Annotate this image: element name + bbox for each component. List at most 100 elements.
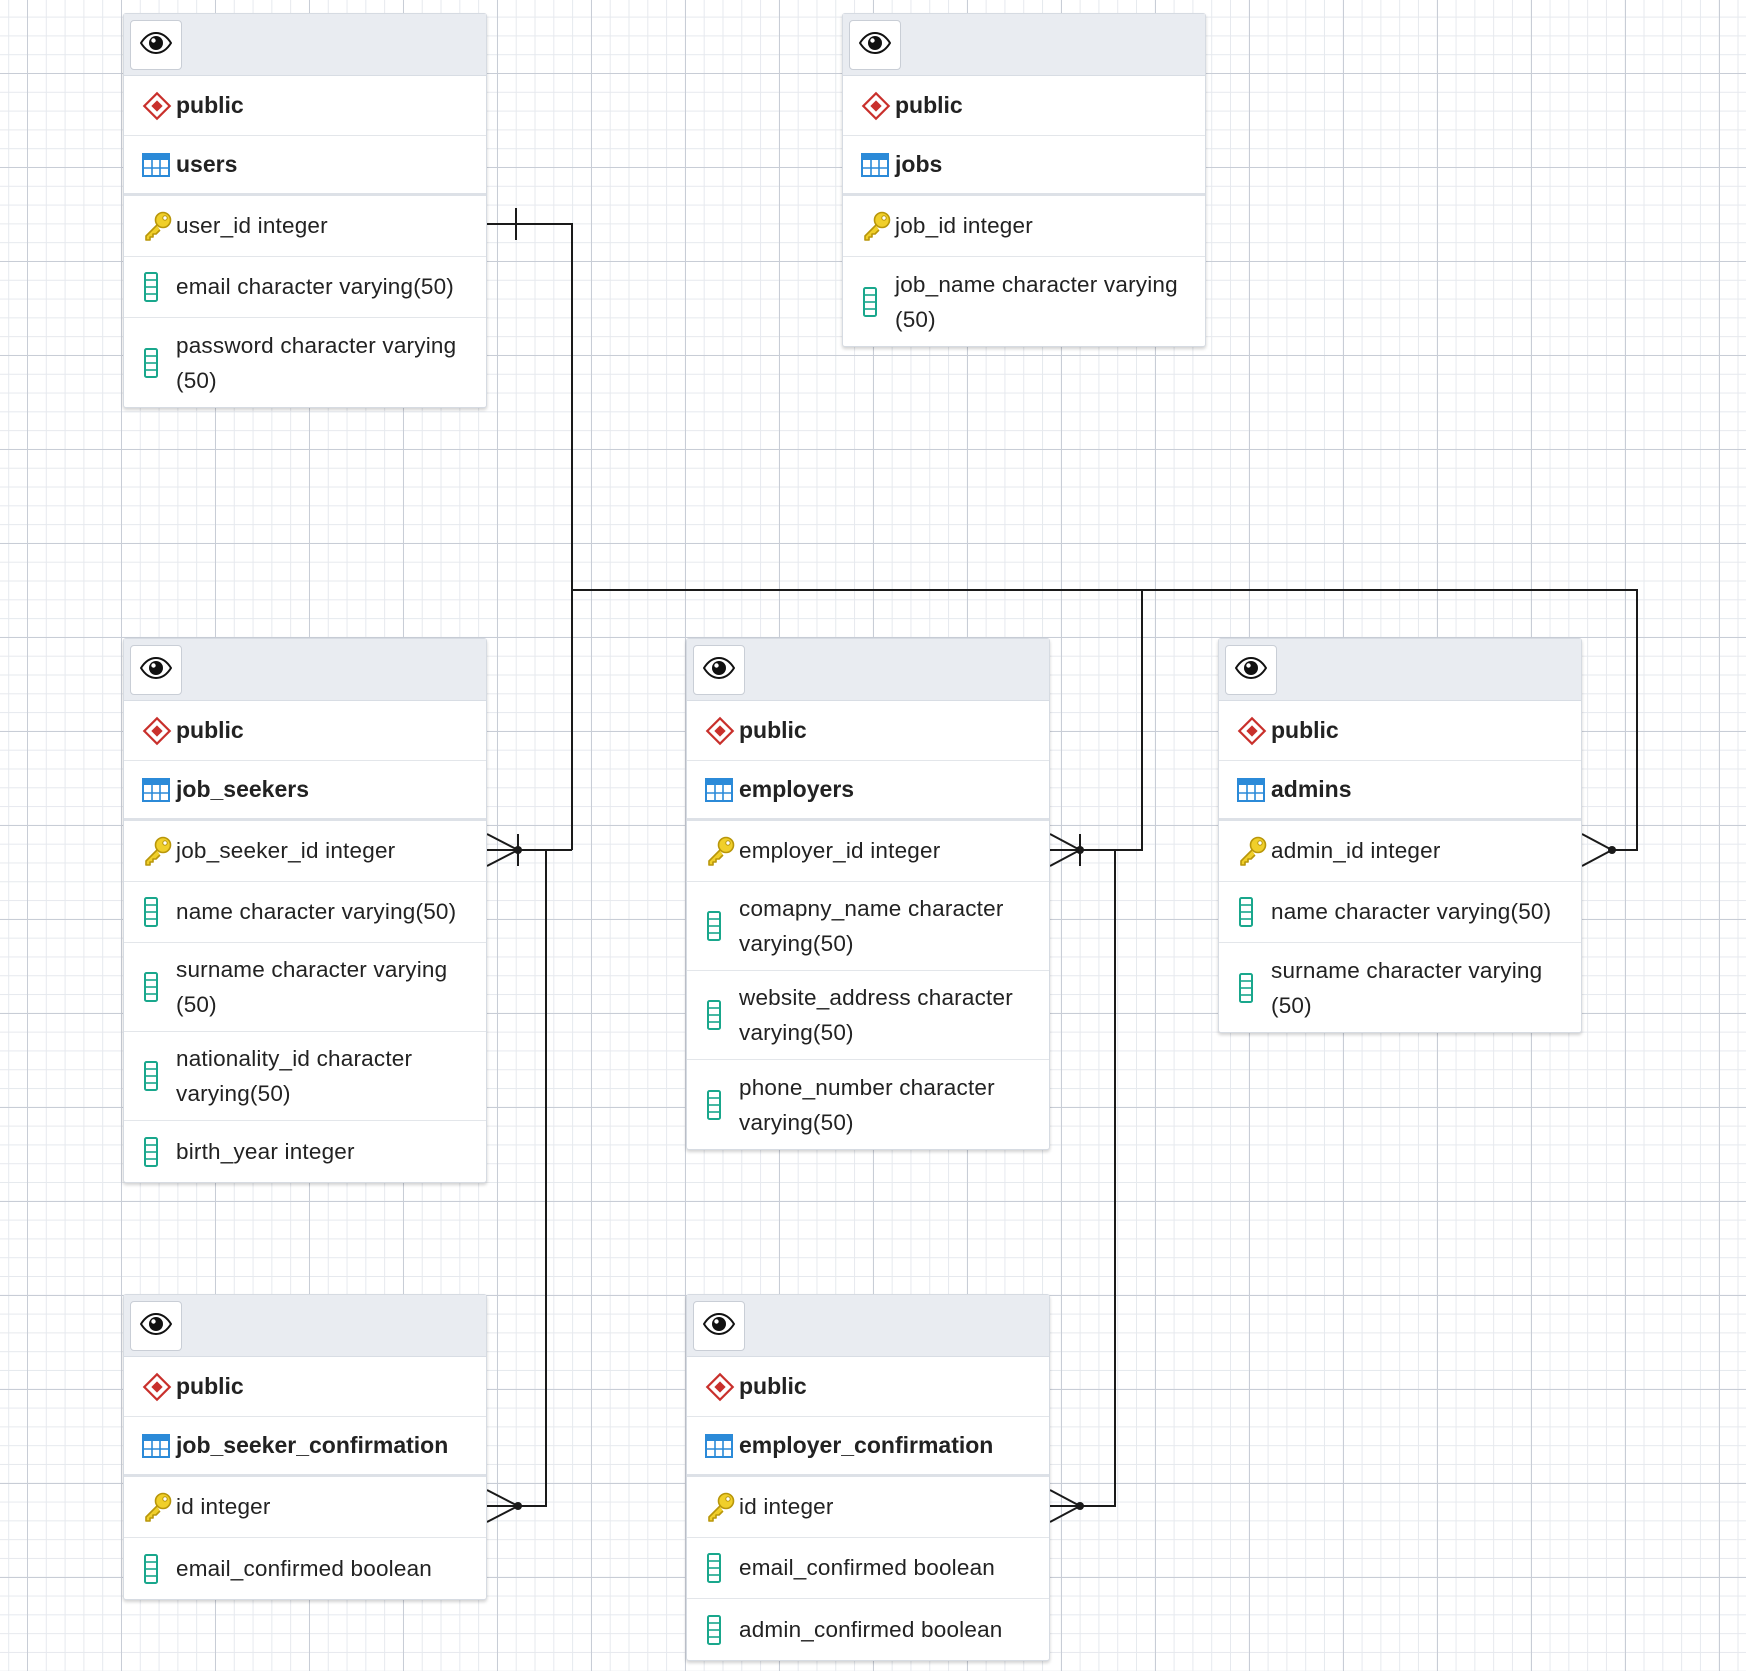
table-header: [124, 14, 486, 76]
job-seeker-confirmation-link: [487, 850, 547, 1507]
schema-name: public: [176, 1373, 244, 1399]
column-label: email_confirmed boolean: [176, 1555, 433, 1581]
column-row[interactable]: phone_number character varying(50): [687, 1060, 1049, 1149]
column-row[interactable]: birth_year integer: [124, 1121, 486, 1182]
employers-dot: [1076, 846, 1084, 854]
column-label: employer_id integer: [739, 838, 941, 863]
column-row[interactable]: id integer: [687, 1477, 1049, 1538]
schema-name: public: [739, 1373, 807, 1399]
admins-dot: [1608, 846, 1616, 854]
column-icon: [142, 897, 176, 927]
column-icon: [142, 347, 176, 378]
column-label: id integer: [739, 1494, 834, 1519]
column-row[interactable]: job_seeker_id integer: [124, 821, 486, 882]
eye-icon: [858, 31, 892, 59]
view-data-button[interactable]: [1225, 645, 1277, 695]
key-icon: [142, 835, 176, 867]
job-seekers-dot: [514, 846, 522, 854]
table-header: [124, 1295, 486, 1357]
column-row[interactable]: job_id integer: [843, 196, 1205, 257]
eye-icon: [1234, 656, 1268, 684]
schema-icon: [142, 716, 176, 746]
column-label: name character varying(50): [1271, 899, 1552, 924]
view-data-button[interactable]: [130, 1301, 182, 1351]
view-data-button[interactable]: [693, 1301, 745, 1351]
key-icon: [1237, 835, 1271, 867]
schema-row: public: [124, 701, 486, 761]
column-row[interactable]: email_confirmed boolean: [124, 1538, 486, 1599]
column-label: admin_confirmed boolean: [739, 1616, 1003, 1642]
schema-icon: [1237, 716, 1271, 746]
view-data-button[interactable]: [130, 20, 182, 70]
eye-icon: [702, 656, 736, 684]
key-icon: [142, 1491, 176, 1523]
column-row[interactable]: name character varying(50): [124, 882, 486, 943]
column-label: surname character varying (50): [176, 957, 448, 1017]
schema-icon: [142, 1372, 176, 1402]
table-name-row: employer_confirmation: [687, 1417, 1049, 1477]
table-icon: [861, 152, 895, 177]
schema-row: public: [687, 701, 1049, 761]
table-users[interactable]: public users user_id integer email characte…: [123, 13, 487, 408]
schema-icon: [705, 1372, 739, 1402]
table-name: job_seekers: [176, 776, 309, 802]
column-row[interactable]: employer_id integer: [687, 821, 1049, 882]
table-header: [1219, 639, 1581, 701]
table-name: employer_confirmation: [739, 1432, 994, 1458]
column-icon: [142, 1061, 176, 1091]
column-row[interactable]: surname character varying (50): [1219, 943, 1581, 1032]
employers-link: [1050, 590, 1143, 851]
schema-icon: [142, 91, 176, 121]
table-name: admins: [1271, 776, 1352, 802]
column-icon: [1237, 897, 1271, 927]
schema-icon: [705, 716, 739, 746]
column-label: user_id integer: [176, 213, 328, 238]
column-row[interactable]: admin_id integer: [1219, 821, 1581, 882]
column-row[interactable]: id integer: [124, 1477, 486, 1538]
column-row[interactable]: nationality_id character varying(50): [124, 1032, 486, 1121]
employer-confirmation-dot: [1076, 1502, 1084, 1510]
key-icon: [705, 1491, 739, 1523]
column-label: website_address character varying(50): [739, 985, 1013, 1045]
column-row[interactable]: admin_confirmed boolean: [687, 1599, 1049, 1660]
column-row[interactable]: comapny_name character varying(50): [687, 882, 1049, 971]
column-icon: [705, 1614, 739, 1645]
column-label: nationality_id character varying(50): [176, 1046, 413, 1106]
column-label: phone_number character varying(50): [739, 1074, 995, 1135]
column-row[interactable]: email_confirmed boolean: [687, 1538, 1049, 1599]
key-icon: [142, 210, 176, 242]
table-employers[interactable]: public employers employer_id integer comapn…: [686, 638, 1050, 1150]
table-name-row: users: [124, 136, 486, 196]
schema-row: public: [843, 76, 1205, 136]
column-label: admin_id integer: [1271, 838, 1441, 863]
column-row[interactable]: user_id integer: [124, 196, 486, 257]
table-name: employers: [739, 776, 855, 802]
table-name: jobs: [895, 151, 943, 177]
column-row[interactable]: email character varying(50): [124, 257, 486, 318]
table-name-row: job_seeker_confirmation: [124, 1417, 486, 1477]
column-row[interactable]: name character varying(50): [1219, 882, 1581, 943]
view-data-button[interactable]: [693, 645, 745, 695]
column-label: email_confirmed boolean: [739, 1555, 996, 1580]
column-label: birth_year integer: [176, 1138, 355, 1164]
column-row[interactable]: surname character varying (50): [124, 943, 486, 1032]
schema-name: public: [176, 92, 244, 118]
column-icon: [142, 1553, 176, 1584]
schema-name: public: [895, 92, 963, 118]
column-row[interactable]: job_name character varying (50): [843, 257, 1205, 346]
schema-name: public: [739, 717, 807, 743]
view-data-button[interactable]: [849, 20, 901, 70]
column-row[interactable]: password character varying (50): [124, 318, 486, 407]
column-row[interactable]: website_address character varying(50): [687, 971, 1049, 1060]
eye-icon: [139, 656, 173, 684]
table-icon: [142, 777, 176, 802]
view-data-button[interactable]: [130, 645, 182, 695]
admins-crowfoot: [1581, 833, 1615, 867]
table-header: [687, 1295, 1049, 1357]
